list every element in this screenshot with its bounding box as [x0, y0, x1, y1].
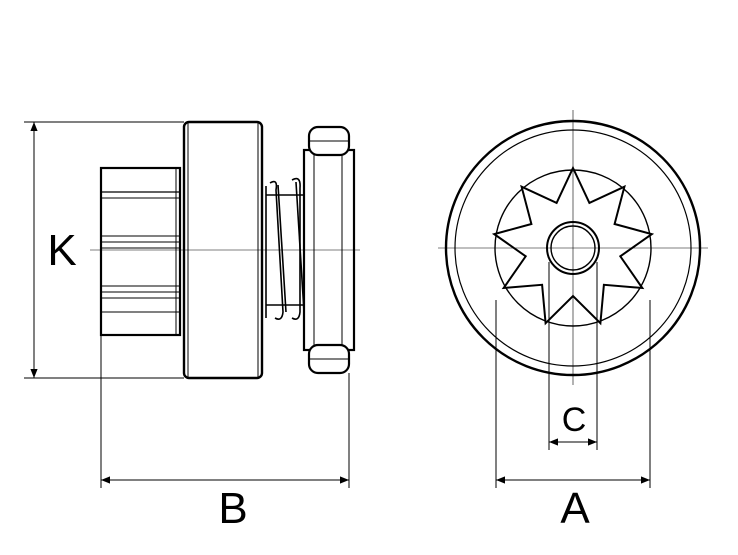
side-view [24, 120, 360, 488]
pinion-gear-side [99, 166, 182, 337]
dimension-b [100, 335, 350, 488]
label-a: A [560, 484, 590, 533]
dimension-a [495, 300, 651, 488]
label-c: C [562, 401, 587, 439]
label-b: B [218, 484, 247, 533]
spring [265, 177, 305, 320]
label-k: K [47, 226, 76, 275]
front-view [438, 110, 708, 488]
dimension-k [24, 121, 184, 379]
dimension-c [548, 262, 598, 450]
